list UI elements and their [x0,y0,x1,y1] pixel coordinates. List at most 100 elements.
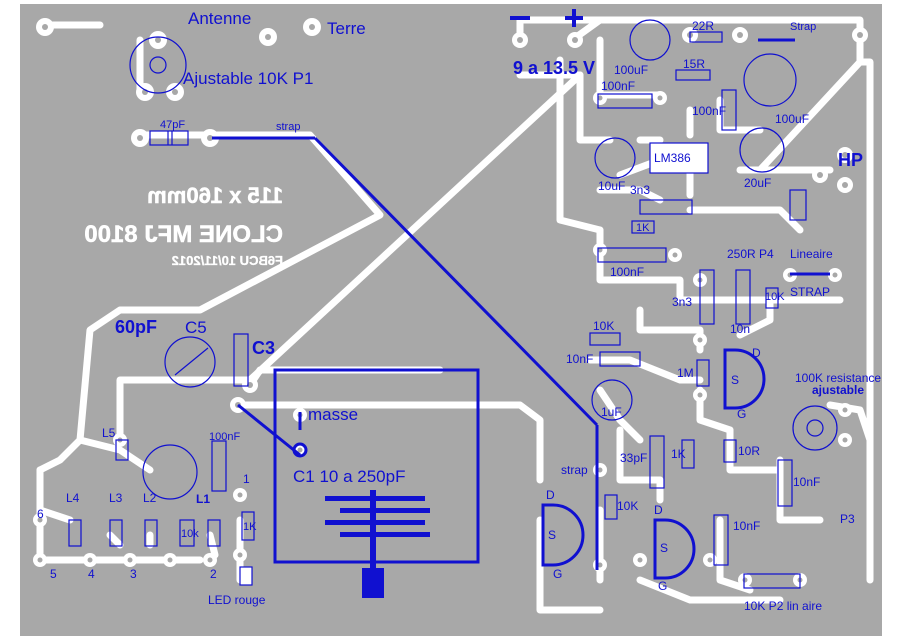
label-lm386: LM386 [654,151,691,165]
label-10nf-a: 10nF [566,352,593,366]
mirror-text-size: 115 x 160mm [147,183,283,208]
label-100k-resistance: 100K resistance [795,371,881,385]
label-l5: L5 [102,426,116,440]
label-3: 3 [130,567,137,581]
silkscreen-components [68,9,838,598]
label-100uf-a: 100uF [614,63,648,77]
cap-10nf-b [777,459,793,507]
label-250r-p4: 250R P4 [727,247,774,261]
r-10r [723,439,737,463]
label-100nf-d: 100nF [209,431,240,443]
p4-potentiometer [789,189,807,221]
l4-inductor [68,519,82,547]
r-1k-b [681,439,695,469]
cap-47pf-outline [149,130,189,146]
label-10uf: 10uF [598,179,625,193]
label-hp: HP [838,150,863,170]
label-3n3-b: 3n3 [672,295,692,309]
cap-20uf-outline [739,127,785,173]
cap-10nf-c [713,514,729,566]
label-1k-b: 1K [671,447,686,461]
cap-10n [735,269,751,325]
r-1m [696,359,710,387]
label-47pf: 47pF [160,119,185,131]
strap-diagonal-wire [313,136,599,427]
cap-10nf-a [599,351,641,367]
r-10k-a [765,287,779,309]
c1-connection [237,403,301,457]
label-4: 4 [88,567,95,581]
label-20uf: 20uF [744,176,771,190]
label-antenne: Antenne [188,9,251,28]
led-rouge [239,566,253,586]
plus-symbol [572,9,576,27]
label-l1: L1 [196,492,210,506]
label-ajustable-p1: Ajustable 10K P1 [183,69,313,88]
board-substrate [20,4,882,636]
minus-symbol [510,16,530,20]
mirrored-copper-text: 115 x 160mm CLONE MFJ 8100 F6BCU 10/11/2… [84,183,283,268]
label-10nf-b: 10nF [793,475,820,489]
label-strap-top: strap [276,121,300,133]
label-10k-d: 10k [181,528,199,540]
label-c3: C3 [252,338,275,358]
label-10nf-c: 10nF [733,519,760,533]
label-1k-c: 1K [243,521,257,533]
label-2: 2 [210,567,217,581]
label-1k-a: 1K [636,222,650,234]
label-g-a: G [737,407,746,421]
cap-1uf-outline [591,379,633,421]
label-voltage: 9 a 13.5 V [513,58,595,78]
l1-inductor [207,519,221,547]
label-1m: 1M [677,366,694,380]
fet-c-outline [653,518,696,580]
label-led-rouge: LED rouge [208,593,266,607]
label-1: 1 [243,472,250,486]
label-d-c: D [654,503,663,517]
label-l4: L4 [66,491,80,505]
label-100uf-b: 100uF [775,112,809,126]
label-d-b: D [546,488,555,502]
label-lineaire: Lineaire [790,247,833,261]
c5-trimmer-outline [164,336,216,388]
label-c1: C1 10 a 250pF [293,467,405,486]
label-15r: 15R [683,57,705,71]
mirror-text-author: F6BCU 10/11/2012 [172,253,283,268]
label-masse: masse [308,405,358,424]
r-1k-c [241,511,255,541]
fet-b-outline [541,503,585,567]
label-g-b: G [553,567,562,581]
p-100k-ajustable-outline [792,405,838,451]
label-5: 5 [50,567,57,581]
label-s-a: S [731,373,739,387]
label-22r: 22R [692,19,714,33]
label-ajustable: ajustable [812,383,864,397]
cap-100uf-b-outline [743,53,797,107]
c1-plate-symbol [325,490,430,598]
label-l3: L3 [109,491,123,505]
label-33pf: 33pF [620,451,647,465]
label-100nf-b: 100nF [692,104,726,118]
mirror-text-title: CLONE MFJ 8100 [84,221,283,248]
c1-variable-cap-outline [273,368,480,564]
label-s-c: S [660,541,668,555]
cap-100uf-a-outline [629,19,671,61]
label-100nf-c: 100nF [610,265,644,279]
label-1uf: 1uF [601,405,622,419]
label-p3: P3 [840,512,855,526]
label-g-c: G [658,579,667,593]
cap-l1-electro-outline [142,444,198,500]
label-3n3-a: 3n3 [630,183,650,197]
lm386-chip [649,142,709,174]
cap-10uf-outline [594,137,636,179]
label-6: 6 [37,507,44,521]
label-strap-right: Strap [790,21,816,33]
cap-100nf-c [597,247,667,263]
label-p2: 10K P2 lin aire [744,599,822,613]
silkscreen-labels: Antenne Terre 9 a 13.5 V Ajustable 10K P… [37,9,881,613]
r-22r [689,31,723,43]
p2-potentiometer [743,573,801,589]
label-100nf-a: 100nF [601,79,635,93]
cap-3n3-b [699,269,715,325]
